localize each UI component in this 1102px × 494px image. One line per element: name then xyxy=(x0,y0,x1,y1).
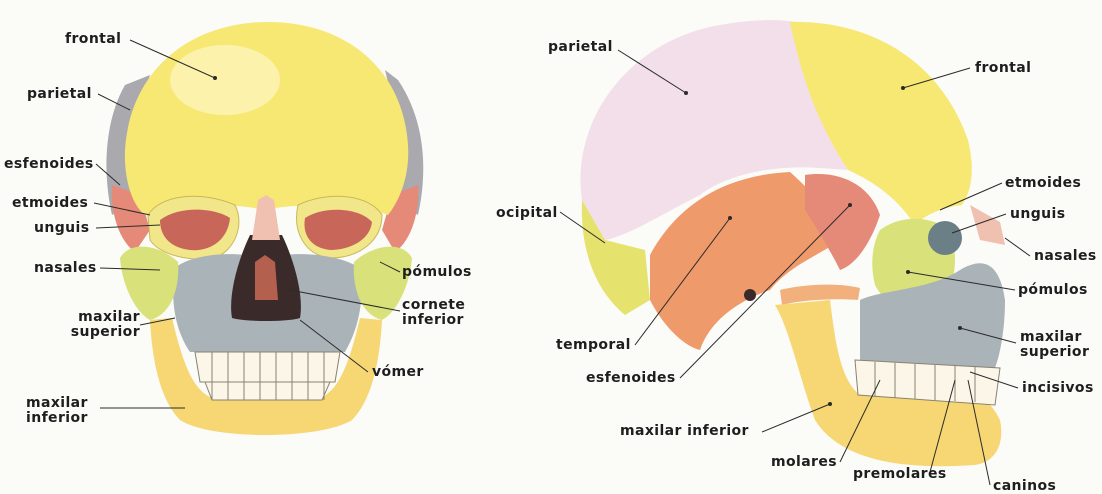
label-front-cornete-inferior: cornete inferior xyxy=(402,298,465,328)
label-front-unguis: unguis xyxy=(34,221,89,236)
label-side-ocipital: ocipital xyxy=(496,206,558,221)
label-side-maxilar-superior: maxilar superior xyxy=(1020,330,1089,360)
side-skull xyxy=(580,20,1005,466)
label-front-maxilar-superior-line1: maxilar xyxy=(44,310,140,325)
label-front-esfenoides: esfenoides xyxy=(4,157,94,172)
label-side-maxilar-superior-line2: superior xyxy=(1020,345,1089,360)
label-side-frontal: frontal xyxy=(975,61,1031,76)
label-side-unguis: unguis xyxy=(1010,207,1065,222)
label-front-pomulos: pómulos xyxy=(402,265,472,280)
front-teeth-lower xyxy=(205,382,330,400)
label-side-temporal: temporal xyxy=(556,338,631,353)
label-side-maxilar-inferior: maxilar inferior xyxy=(620,424,749,439)
label-side-maxilar-superior-line1: maxilar xyxy=(1020,330,1089,345)
label-front-cornete-line1: cornete xyxy=(402,298,465,313)
label-side-nasales: nasales xyxy=(1034,249,1097,264)
label-front-maxilar-inferior-line1: maxilar xyxy=(26,396,88,411)
label-side-caninos: caninos xyxy=(993,479,1056,494)
front-teeth-upper xyxy=(195,352,340,382)
label-side-premolares: premolares xyxy=(853,467,947,482)
label-side-parietal: parietal xyxy=(548,40,613,55)
label-front-maxilar-inferior: maxilar inferior xyxy=(26,396,88,426)
front-cornete xyxy=(255,255,278,300)
label-front-maxilar-inferior-line2: inferior xyxy=(26,411,88,426)
label-side-incisivos: incisivos xyxy=(1022,381,1094,396)
label-front-etmoides: etmoides xyxy=(12,196,88,211)
label-side-pomulos: pómulos xyxy=(1018,283,1088,298)
label-front-frontal: frontal xyxy=(65,32,121,47)
side-esfenoides xyxy=(805,174,880,270)
label-front-cornete-line2: inferior xyxy=(402,313,465,328)
label-side-molares: molares xyxy=(771,455,837,470)
label-front-nasales: nasales xyxy=(34,261,97,276)
label-front-maxilar-superior-line2: superior xyxy=(44,325,140,340)
label-side-esfenoides: esfenoides xyxy=(586,371,676,386)
label-front-parietal: parietal xyxy=(27,87,92,102)
label-front-vomer: vómer xyxy=(372,365,424,380)
label-front-maxilar-superior: maxilar superior xyxy=(44,310,140,340)
front-frontal-bone xyxy=(125,22,408,215)
label-side-etmoides: etmoides xyxy=(1005,176,1081,191)
